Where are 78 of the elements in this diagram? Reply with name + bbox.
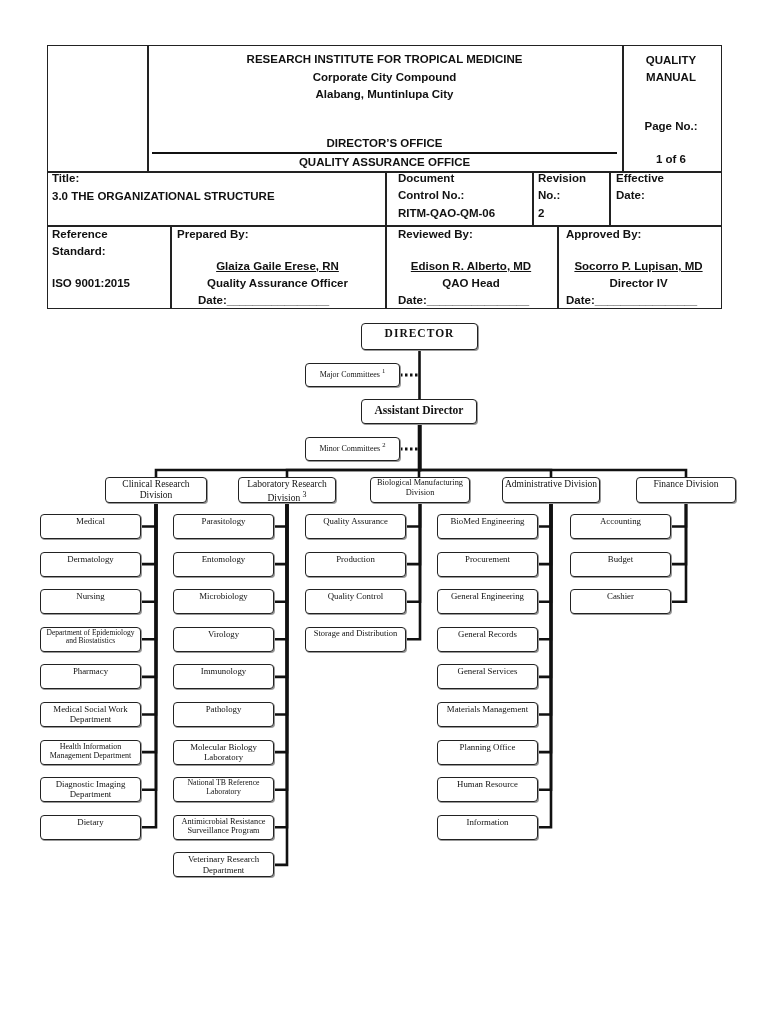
header-text: Director IV	[608, 276, 669, 291]
header-text: QAO Head	[441, 276, 501, 291]
header-text: Effective Date:	[616, 171, 665, 203]
header-text: 2	[538, 206, 546, 221]
header-text: RESEARCH INSTITUTE FOR TROPICAL MEDICINE	[245, 52, 524, 67]
unit-box: Dietary	[40, 814, 141, 840]
org-box: Laboratory Research Division $^{3}$	[238, 477, 336, 503]
header-text: Corporate City Compound	[311, 70, 458, 85]
header-text: QUALITY MANUAL	[644, 53, 698, 85]
org-box: Administrative Division	[502, 477, 600, 503]
header-text: Page No.:	[643, 119, 699, 134]
org-box: Minor Committees $^{2}$	[305, 437, 400, 461]
unit-box: Storage and Distribution	[305, 626, 406, 652]
unit-box: Production	[305, 551, 406, 577]
unit-box: Medical	[40, 514, 141, 539]
connector-line	[671, 503, 688, 603]
unit-box: Health Information Management Department	[40, 739, 141, 765]
unit-box: Virology	[173, 626, 274, 652]
unit-box: Accounting	[570, 514, 671, 539]
header-text: Document Control No.:	[398, 171, 466, 203]
connector-line	[417, 424, 421, 477]
org-box: Biological Manufacturing Division	[370, 477, 470, 503]
org-box: Assistant Director	[361, 399, 477, 424]
unit-box: Pathology	[173, 702, 274, 727]
unit-box: General Records	[437, 626, 538, 652]
header-text: Alabang, Muntinlupa City	[314, 87, 455, 102]
header-text: Prepared By:	[177, 227, 250, 242]
unit-box: Medical Social Work Department	[40, 702, 141, 727]
header-text: Quality Assurance Officer	[206, 276, 349, 291]
header-text: Reviewed By:	[398, 227, 474, 242]
header-text: Revision No.:	[538, 171, 587, 203]
unit-box: General Engineering	[437, 589, 538, 615]
unit-box: Immunology	[173, 664, 274, 690]
header-text: Approved By:	[566, 227, 643, 242]
connector-line	[418, 350, 421, 399]
header-text: Edison R. Alberto, MD	[409, 259, 533, 274]
dotted-connector	[400, 447, 418, 451]
header-text: 1 of 6	[654, 152, 687, 167]
unit-box: Information	[437, 814, 538, 840]
unit-box: BioMed Engineering	[437, 514, 538, 539]
unit-box: Molecular Biology Laboratory	[173, 739, 274, 765]
unit-box: Diagnostic Imaging Department	[40, 777, 141, 803]
header-text: DIRECTOR’S OFFICE	[325, 136, 444, 151]
org-box: Major Committees $^{1}$	[305, 363, 400, 387]
header-text: Date:________________	[566, 293, 699, 308]
unit-box: Dermatology	[40, 551, 141, 577]
unit-box: Entomology	[173, 551, 274, 577]
unit-box: Antimicrobial Resistance Surveillance Program	[173, 814, 274, 840]
unit-box: Human Resource	[437, 777, 538, 803]
unit-box: Parasitology	[173, 514, 274, 539]
header-text: Date:________________	[398, 293, 531, 308]
unit-box: Pharmacy	[40, 664, 141, 690]
unit-box: Procurement	[437, 551, 538, 577]
header-text: QUALITY ASSURANCE OFFICE	[297, 155, 472, 170]
header-text: Glaiza Gaile Erese, RN	[215, 259, 340, 274]
unit-box: Materials Management	[437, 702, 538, 727]
dotted-connector	[400, 373, 418, 377]
connector-line	[418, 424, 688, 477]
org-box: Finance Division	[636, 477, 736, 503]
connector-line	[406, 503, 422, 641]
org-box: DIRECTOR	[361, 323, 478, 350]
unit-box: Cashier	[570, 589, 671, 615]
header-text: RITM-QAO-QM-06	[398, 206, 497, 221]
unit-box: Budget	[570, 551, 671, 577]
unit-box: Quality Control	[305, 589, 406, 615]
header-text: Socorro P. Lupisan, MD	[573, 259, 704, 274]
unit-box: Planning Office	[437, 739, 538, 765]
unit-box: General Services	[437, 664, 538, 690]
unit-box: Nursing	[40, 589, 141, 615]
document-title: 3.0 THE ORGANIZATIONAL STRUCTURE	[52, 189, 276, 204]
header-text: Title:	[52, 171, 81, 186]
header-text: Reference Standard:	[52, 227, 109, 259]
unit-box: Microbiology	[173, 589, 274, 615]
unit-box: Veterinary Research Department	[173, 852, 274, 878]
header-text: Date:________________	[198, 293, 331, 308]
header-text: ISO 9001:2015	[52, 276, 131, 291]
org-box: Clinical Research Division	[105, 477, 207, 503]
unit-box: Quality Assurance	[305, 514, 406, 539]
